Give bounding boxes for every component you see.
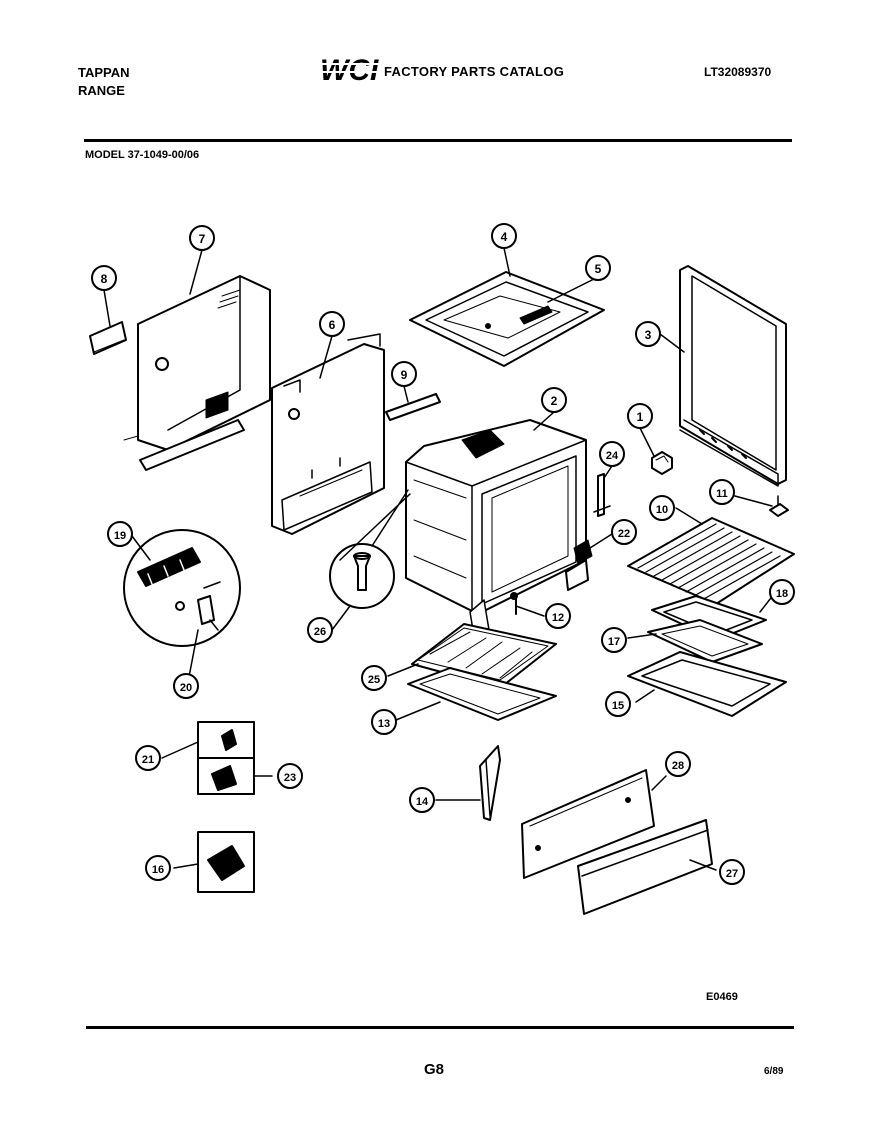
callout-21-label: 21 bbox=[142, 754, 154, 766]
callout-23-label: 23 bbox=[284, 772, 296, 784]
callout-19: 19 bbox=[107, 521, 133, 547]
callout-22: 22 bbox=[611, 519, 637, 545]
detail-19-20 bbox=[123, 529, 241, 647]
page-number: G8 bbox=[424, 1061, 445, 1078]
callout-28-label: 28 bbox=[672, 760, 684, 772]
callout-19-label: 19 bbox=[114, 530, 126, 542]
part-2-oven-body bbox=[405, 419, 589, 649]
part-7-side-panel bbox=[123, 275, 271, 471]
brand-block: TAPPAN RANGE bbox=[78, 64, 130, 100]
callout-23: 23 bbox=[277, 763, 303, 789]
part-13-broiler-pan bbox=[407, 667, 557, 721]
part-12-pin bbox=[510, 592, 518, 615]
callout-17: 17 bbox=[601, 627, 627, 653]
brand-line-1: TAPPAN bbox=[78, 65, 130, 80]
callout-7-label: 7 bbox=[199, 232, 206, 246]
callout-15: 15 bbox=[605, 691, 631, 717]
callout-21: 21 bbox=[135, 745, 161, 771]
diagram-code: E0469 bbox=[706, 991, 738, 1003]
callout-13: 13 bbox=[371, 709, 397, 735]
bottom-divider bbox=[86, 1026, 794, 1029]
detail-26 bbox=[329, 489, 411, 609]
catalog-number: LT32089370 bbox=[704, 65, 772, 79]
callout-7: 7 bbox=[189, 225, 215, 251]
part-14-hinge bbox=[479, 745, 501, 821]
callout-25: 25 bbox=[361, 665, 387, 691]
callout-26: 26 bbox=[307, 617, 333, 643]
model-number: MODEL 37-1049-00/06 bbox=[85, 149, 200, 161]
callout-20-label: 20 bbox=[180, 682, 192, 694]
callout-22-label: 22 bbox=[618, 528, 630, 540]
catalog-title: FACTORY PARTS CATALOG bbox=[384, 64, 565, 79]
callout-9: 9 bbox=[391, 361, 417, 387]
callout-8: 8 bbox=[91, 265, 117, 291]
part-8-bracket bbox=[89, 321, 127, 355]
part-15-bottom bbox=[627, 651, 787, 717]
brand-line-2: RANGE bbox=[78, 83, 125, 98]
callout-27: 27 bbox=[719, 859, 745, 885]
callout-4: 4 bbox=[491, 223, 517, 249]
callout-10-label: 10 bbox=[656, 504, 668, 516]
callout-27-label: 27 bbox=[726, 868, 738, 880]
part-9-strip bbox=[385, 393, 441, 421]
callout-12-label: 12 bbox=[552, 612, 564, 624]
callout-11-label: 11 bbox=[716, 488, 728, 500]
part-11-clip bbox=[769, 495, 789, 517]
callout-15-label: 15 bbox=[612, 700, 624, 712]
part-23-box bbox=[197, 757, 255, 795]
callout-2: 2 bbox=[541, 387, 567, 413]
part-4-top-tray bbox=[409, 271, 605, 367]
callout-14-label: 14 bbox=[416, 796, 429, 808]
callout-3: 3 bbox=[635, 321, 661, 347]
top-divider bbox=[84, 139, 792, 142]
callout-1-label: 1 bbox=[637, 410, 644, 424]
part-6-rear-panel bbox=[271, 333, 385, 535]
callout-4-label: 4 bbox=[501, 230, 508, 244]
callout-18-label: 18 bbox=[776, 588, 788, 600]
callout-1: 1 bbox=[627, 403, 653, 429]
callout-5: 5 bbox=[585, 255, 611, 281]
part-3-door-frame bbox=[679, 265, 787, 487]
callout-9-label: 9 bbox=[401, 368, 408, 382]
callout-20: 20 bbox=[173, 673, 199, 699]
part-22-part bbox=[573, 539, 593, 565]
callout-11: 11 bbox=[709, 479, 735, 505]
part-27-door-outer bbox=[577, 819, 713, 915]
part-28-door-inner bbox=[521, 769, 655, 879]
callout-6-label: 6 bbox=[329, 318, 336, 332]
callout-16: 16 bbox=[145, 855, 171, 881]
print-date: 6/89 bbox=[764, 1066, 784, 1077]
wci-logo: WCI bbox=[318, 52, 382, 87]
callout-12: 12 bbox=[545, 603, 571, 629]
callout-13-label: 13 bbox=[378, 718, 390, 730]
callout-3-label: 3 bbox=[645, 328, 652, 342]
part-16-box bbox=[197, 831, 255, 893]
part-1-knob bbox=[651, 451, 673, 475]
callout-24: 24 bbox=[599, 441, 625, 467]
leader-lines bbox=[103, 247, 775, 871]
callout-17-label: 17 bbox=[608, 636, 620, 648]
callout-24-label: 24 bbox=[606, 450, 619, 462]
callout-26-label: 26 bbox=[314, 626, 326, 638]
callout-6: 6 bbox=[319, 311, 345, 337]
callout-25-label: 25 bbox=[368, 674, 380, 686]
callout-14: 14 bbox=[409, 787, 435, 813]
part-17-liner bbox=[647, 619, 763, 663]
callout-5-label: 5 bbox=[595, 262, 602, 276]
part-10-oven-rack bbox=[627, 517, 795, 605]
callout-8-label: 8 bbox=[101, 272, 108, 286]
callout-10: 10 bbox=[649, 495, 675, 521]
wci-logo-text: WCI bbox=[320, 54, 379, 86]
part-24-bar bbox=[593, 473, 611, 517]
callout-2-label: 2 bbox=[551, 394, 558, 408]
callout-16-label: 16 bbox=[152, 864, 164, 876]
part-21-box bbox=[197, 721, 255, 759]
callout-28: 28 bbox=[665, 751, 691, 777]
callout-18: 18 bbox=[769, 579, 795, 605]
